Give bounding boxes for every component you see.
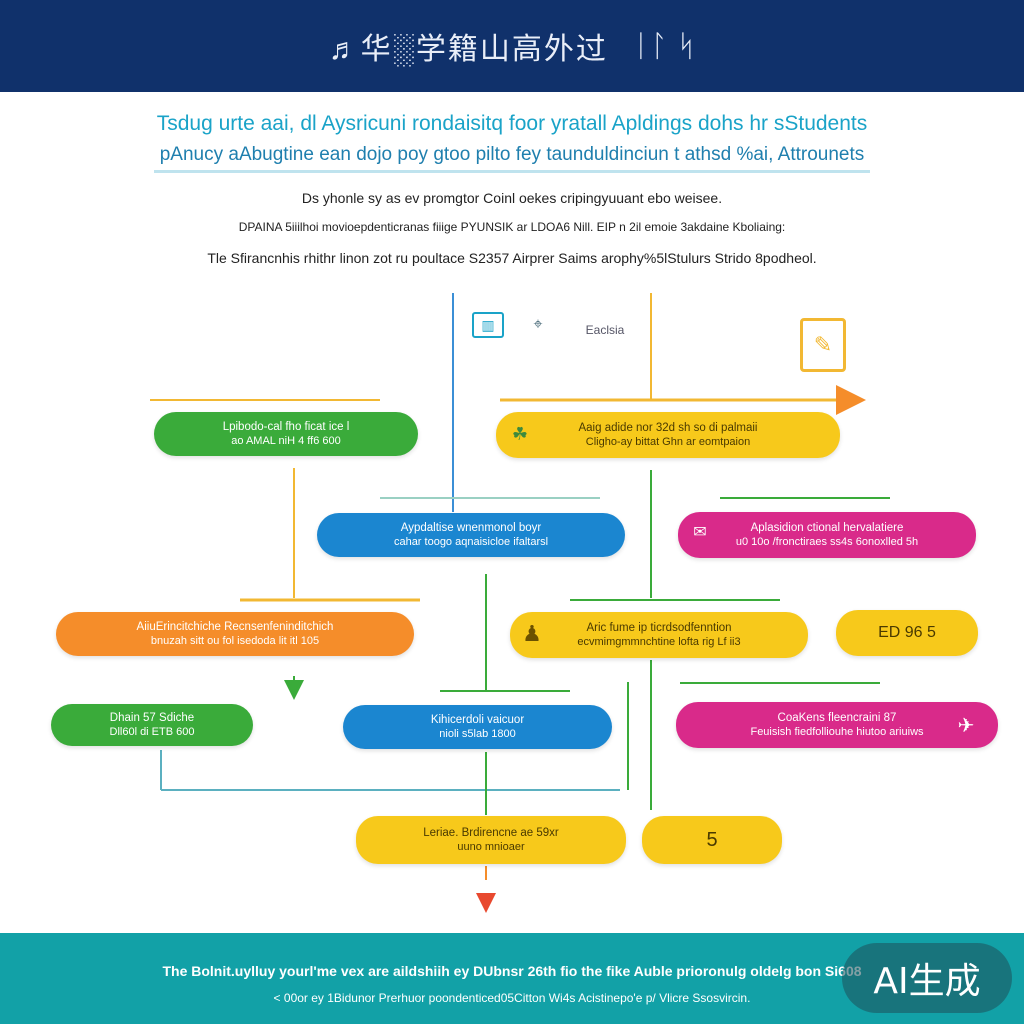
diagram-title: Tsdug urte aai, dl Aysricuni rondaisitq …	[156, 112, 868, 135]
node-4-sublabel: u0 10o /fronctiraes ss4s 6onoxlled 5h	[735, 536, 919, 548]
node-10-label: CoaKens fleencraini 87	[777, 712, 897, 724]
node-3-sublabel: cahar toogo aqnaisicloe ifaltarsl	[393, 536, 549, 548]
intro-line-3: Tle Sfirancnhis rhithr linon zot ru poul…	[207, 250, 817, 266]
node-3-label: Aypdaltise wnenmonol boyr	[400, 522, 542, 534]
node-11-sublabel: uuno mnioaer	[457, 841, 525, 853]
node-9: Kihicerdoli vaicuor nioli s5lab 1800	[343, 705, 612, 749]
node-9-label: Kihicerdoli vaicuor	[430, 714, 525, 726]
diagram-title-block: Tsdug urte aai, dl Aysricuni rondaisitq …	[0, 112, 1024, 173]
person-icon: ♟	[522, 621, 542, 646]
node-4: Aplasidion ctional hervalatiere u0 10o /…	[678, 512, 976, 558]
header-bar: ♬华░学籍山高外过 ᛁᛚ ᛋ	[0, 0, 1024, 92]
node-2: Aaig adide nor 32d sh so di palmaii Clig…	[496, 412, 840, 458]
chart-icon: ▥	[472, 312, 504, 338]
node-10: CoaKens fleencraini 87 Feuisish fiedfoll…	[676, 702, 998, 748]
node-8-label: Dhain 57 Sdiche	[109, 712, 195, 724]
intro-line-1: Ds yhonle sy as ev promgtor Coinl oekes …	[301, 190, 723, 206]
icon-caption: Eaclsia	[585, 323, 625, 337]
node-5-label: AiiuErincitchiche Recnsenfeninditchich	[136, 621, 334, 633]
node-8-sublabel: Dll60l di ETB 600	[109, 726, 195, 738]
node-5: AiiuErincitchiche Recnsenfeninditchich b…	[56, 612, 414, 656]
intro-line-2: DPAINA 5iiilhoi movioepdenticranas fiiig…	[238, 220, 786, 234]
envelope-icon: ✉	[693, 524, 707, 541]
node-11-label: Leriae. Brdirencne ae 59xr	[423, 827, 559, 839]
node-5-sublabel: bnuzah sitt ou fol isedoda lit itl 105	[150, 635, 320, 647]
node-8: Dhain 57 Sdiche Dll60l di ETB 600	[51, 704, 253, 746]
header-title: ♬华░学籍山高外过	[328, 33, 608, 66]
intro-text: Ds yhonle sy as ev promgtor Coinl oekes …	[0, 190, 1024, 280]
node-3: Aypdaltise wnenmonol boyr cahar toogo aq…	[317, 513, 625, 557]
node-2-sublabel: Cligho-ay bittat Ghn ar eomtpaion	[585, 436, 751, 448]
node-2-label: Aaig adide nor 32d sh so di palmaii	[578, 422, 758, 434]
node-11: Leriae. Brdirencne ae 59xr uuno mnioaer	[356, 816, 626, 864]
node-4-label: Aplasidion ctional hervalatiere	[750, 522, 904, 534]
leaf-icon: ☘	[511, 423, 529, 444]
node-7-label: ED 96 5	[878, 624, 936, 641]
ai-generated-badge: AI生成	[842, 943, 1012, 1013]
node-7: ED 96 5	[836, 610, 978, 656]
tag-icon: ⌖	[533, 316, 543, 333]
node-6-label: Aric fume ip ticrdsodfenntion	[586, 622, 732, 634]
node-1: Lpibodo-cal fho ficat ice l ao AMAL niH …	[154, 412, 418, 456]
node-1-label: Lpibodo-cal fho ficat ice l	[222, 421, 350, 433]
footer-line-1: The Bolnit.uylluy yourl'me vex are ailds…	[162, 963, 862, 979]
header-mark: ᛁᛚ ᛋ	[631, 28, 696, 64]
node-12: 5	[642, 816, 782, 864]
document-icon: ✎	[800, 318, 846, 372]
node-12-label: 5	[706, 829, 718, 851]
node-10-sublabel: Feuisish fiedfolliouhe hiutoo ariuiws	[750, 726, 924, 738]
plane-icon: ✈	[957, 714, 975, 737]
diagram-subtitle: pAnucy aAbugtine ean dojo poy gtoo pilto…	[153, 144, 871, 173]
footer-line-2: < 00or ey 1Bidunor Prerhuor poondenticed…	[273, 991, 751, 1005]
node-1-sublabel: ao AMAL niH 4 ff6 600	[231, 435, 341, 447]
node-6-sublabel: ecvmimgmmnchtine lofta rig Lf ii3	[577, 636, 741, 648]
node-9-sublabel: nioli s5lab 1800	[439, 728, 516, 740]
node-6: Aric fume ip ticrdsodfenntion ecvmimgmmn…	[510, 612, 808, 658]
